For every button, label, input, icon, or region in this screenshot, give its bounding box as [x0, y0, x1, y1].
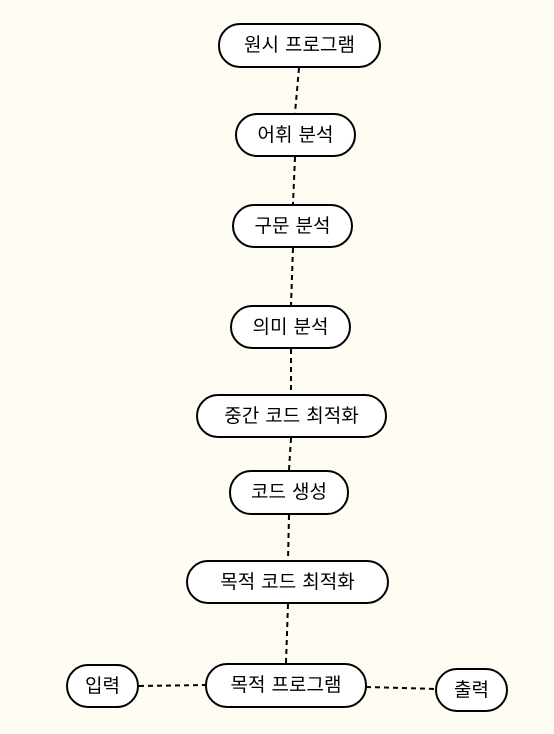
- edge-intermediate-to-codegen: [288, 437, 292, 471]
- edge-input-to-target-program: [138, 684, 207, 687]
- edge-target-opt-to-target-program: [285, 603, 289, 664]
- edge-syntax-to-semantic: [290, 247, 294, 306]
- edge-codegen-to-target-opt: [287, 514, 290, 561]
- node-input: 입력: [66, 664, 139, 708]
- node-target-program: 목적 프로그램: [205, 663, 367, 708]
- node-lexical-analysis: 어휘 분석: [235, 113, 356, 157]
- node-semantic-analysis: 의미 분석: [230, 305, 351, 349]
- edge-lexical-to-syntax: [292, 156, 296, 205]
- node-intermediate-code-optimization: 중간 코드 최적화: [196, 394, 387, 438]
- edge-target-program-to-output: [365, 686, 437, 690]
- node-code-generation: 코드 생성: [229, 470, 349, 515]
- node-output: 출력: [435, 668, 508, 712]
- node-source-program: 원시 프로그램: [218, 23, 381, 68]
- node-target-code-optimization: 목적 코드 최적화: [186, 560, 389, 604]
- node-syntax-analysis: 구문 분석: [232, 204, 353, 248]
- edge-source-to-lexical: [294, 67, 300, 114]
